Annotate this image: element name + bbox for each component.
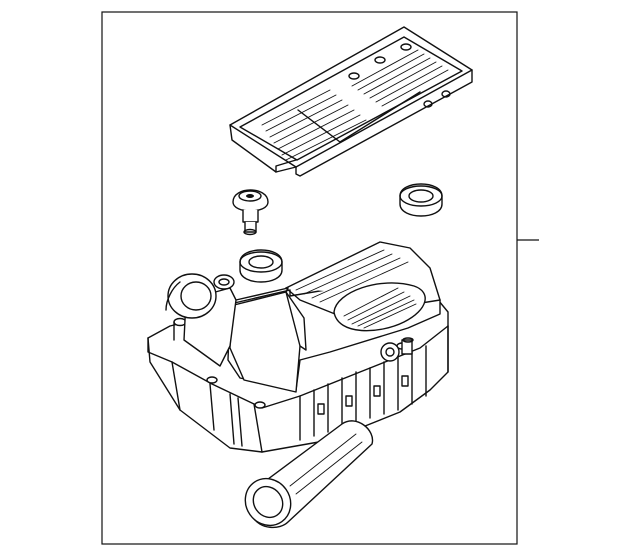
intake-tube	[244, 420, 374, 529]
grommet-valve	[232, 189, 269, 236]
air-cleaner-housing	[147, 241, 449, 453]
grommet-round	[399, 183, 443, 217]
diagram-frame	[101, 11, 518, 545]
filter-element	[229, 26, 473, 177]
grommet-housing	[239, 249, 283, 283]
